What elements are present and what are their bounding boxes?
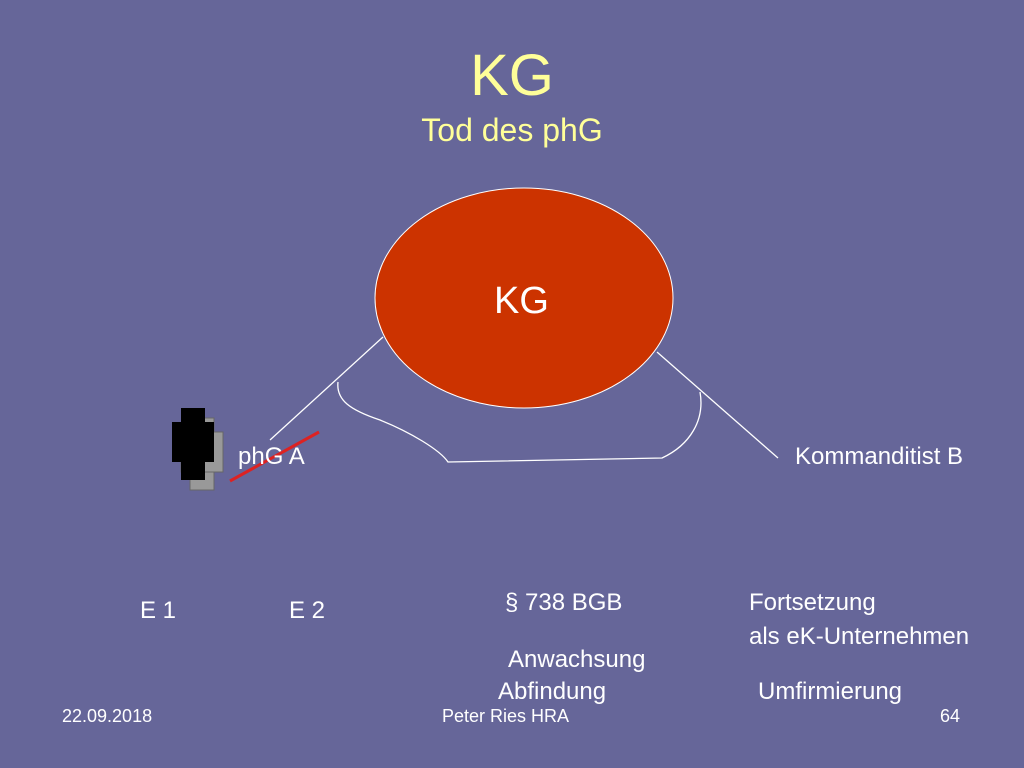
slide-subtitle: Tod des phG xyxy=(421,112,603,148)
person-icon xyxy=(172,408,224,491)
fortsetzung-label-2: als eK-Unternehmen xyxy=(749,623,970,650)
abfindung-label: Abfindung xyxy=(498,678,607,705)
anwachsung-label: Anwachsung xyxy=(508,646,646,673)
footer-page-number: 64 xyxy=(940,706,961,726)
umfirmierung-label: Umfirmierung xyxy=(758,678,903,705)
connector-line-kommanditist xyxy=(656,351,779,459)
fortsetzung-label-1: Fortsetzung xyxy=(749,589,876,616)
slide-title: KG xyxy=(470,43,554,108)
partner-a-label: phG A xyxy=(238,443,305,470)
kg-oval-label: KG xyxy=(494,280,549,322)
footer-author: Peter Ries HRA xyxy=(442,706,570,726)
partner-b-label: Kommanditist B xyxy=(795,443,964,470)
footer-date: 22.09.2018 xyxy=(62,706,153,726)
strike-line xyxy=(229,430,320,483)
paragraph-label: § 738 BGB xyxy=(505,589,623,616)
kg-oval xyxy=(374,187,674,409)
connector-line-phg xyxy=(269,336,384,441)
heir-2-label: E 2 xyxy=(289,597,326,624)
heir-1-label: E 1 xyxy=(140,597,177,624)
partners-bracket xyxy=(337,381,702,463)
